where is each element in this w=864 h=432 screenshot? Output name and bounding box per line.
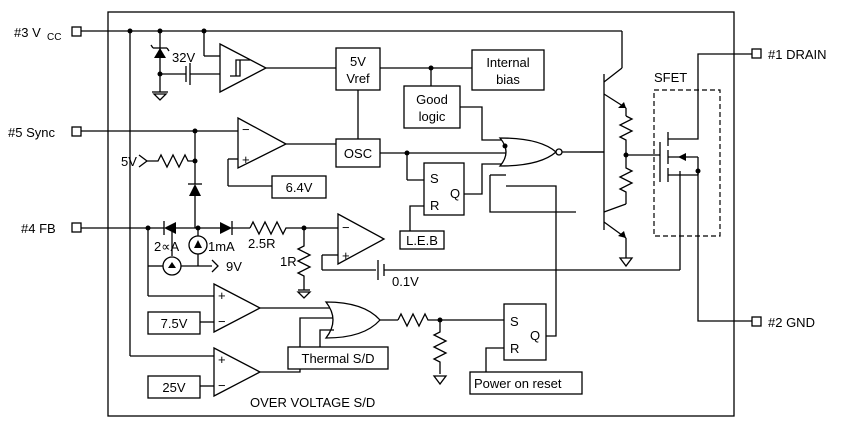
sync-comparator: − + (81, 116, 336, 187)
pwm-latch: S R Q (400, 162, 508, 233)
sync-comp-minus: − (242, 122, 250, 137)
current-comparator: − + 0.1V (321, 212, 680, 289)
sync-comp-plus: + (242, 152, 250, 167)
ref-6v4: 6.4V (271, 175, 327, 199)
zener-label: 32V (172, 50, 195, 65)
latch1-q: Q (450, 186, 460, 201)
ovcomp2-plus: + (218, 352, 226, 367)
vref-line1: 5V (350, 54, 366, 69)
ovcomp2-minus: − (218, 378, 226, 393)
pin-drain: #1 DRAIN (751, 47, 827, 62)
pin-gnd: #2 GND (751, 315, 815, 330)
protection-latch: S R Q (485, 175, 576, 372)
sfet: SFET (653, 53, 752, 322)
ccomp-minus: − (342, 220, 350, 235)
pin-vcc-label: #3 V (14, 25, 41, 40)
pin-vcc: #3 V CC (14, 25, 82, 43)
hysteresis-icon (230, 59, 250, 77)
ref-6v4-label: 6.4V (286, 180, 313, 195)
pin-sync: #5 Sync (8, 125, 82, 140)
leb-label: L.E.B (406, 233, 438, 248)
sync-bias-label: 5V (121, 154, 137, 169)
over-voltage-label: OVER VOLTAGE S/D (250, 395, 375, 410)
vref-block: 5V Vref (335, 47, 472, 139)
ref-25v-label: 25V (162, 380, 185, 395)
latch2-q: Q (530, 328, 540, 343)
thermal-sd: Thermal S/D (287, 346, 389, 370)
or-gate (288, 301, 504, 386)
good-logic-line2: logic (419, 109, 446, 124)
ovcomp1-minus: − (218, 314, 226, 329)
power-on-reset-label: Power on reset (474, 376, 562, 391)
uvlo-comparator (203, 31, 336, 94)
clamp-9v-label: 9V (226, 259, 242, 274)
sync-bias: 5V (121, 131, 202, 228)
current-1ma-label: 1mA (208, 239, 235, 254)
ref-7v5: 7.5V (147, 311, 201, 335)
sfet-label: SFET (654, 70, 687, 85)
latch2-r: R (510, 341, 519, 356)
vcc-rail (81, 28, 623, 357)
osc-block: OSC (335, 138, 508, 181)
vref-line2: Vref (346, 71, 370, 86)
ref-25v: 25V (147, 375, 201, 399)
internal-bias-line1: Internal (486, 55, 529, 70)
thermal-sd-label: Thermal S/D (302, 351, 375, 366)
fb-network: 2.5R 1R 2∝A 1mA 9V (81, 220, 338, 299)
ovcomp1-plus: + (218, 288, 226, 303)
internal-bias-block: Internal bias (471, 49, 545, 91)
latch1-s: S (430, 171, 439, 186)
latch1-r: R (430, 198, 439, 213)
pin-fb-label: #4 FB (21, 221, 56, 236)
ccomp-plus: + (342, 248, 350, 263)
zener-diode: 32V (150, 31, 220, 101)
osc-label: OSC (344, 146, 372, 161)
pin-gnd-label: #2 GND (768, 315, 815, 330)
good-logic-line1: Good (416, 92, 448, 107)
driver-stage (580, 67, 660, 268)
internal-bias-line2: bias (496, 72, 520, 87)
ic-boundary (107, 11, 735, 417)
res-1r-label: 1R (280, 254, 297, 269)
bat-01v-label: 0.1V (392, 274, 419, 289)
power-on-reset: Power on reset (469, 371, 583, 395)
current-2ua-label: 2∝A (154, 239, 180, 254)
pin-fb: #4 FB (21, 221, 82, 236)
ref-7v5-label: 7.5V (161, 316, 188, 331)
leb-block: L.E.B (399, 230, 445, 250)
pin-vcc-subscript: CC (47, 32, 61, 43)
ov-comparators: + − + − (200, 282, 334, 398)
good-logic-block: Good logic (403, 85, 508, 141)
pin-sync-label: #5 Sync (8, 125, 55, 140)
res-25r-label: 2.5R (248, 236, 275, 251)
latch2-s: S (510, 314, 519, 329)
pin-drain-label: #1 DRAIN (768, 47, 827, 62)
nor-gate (490, 137, 604, 176)
